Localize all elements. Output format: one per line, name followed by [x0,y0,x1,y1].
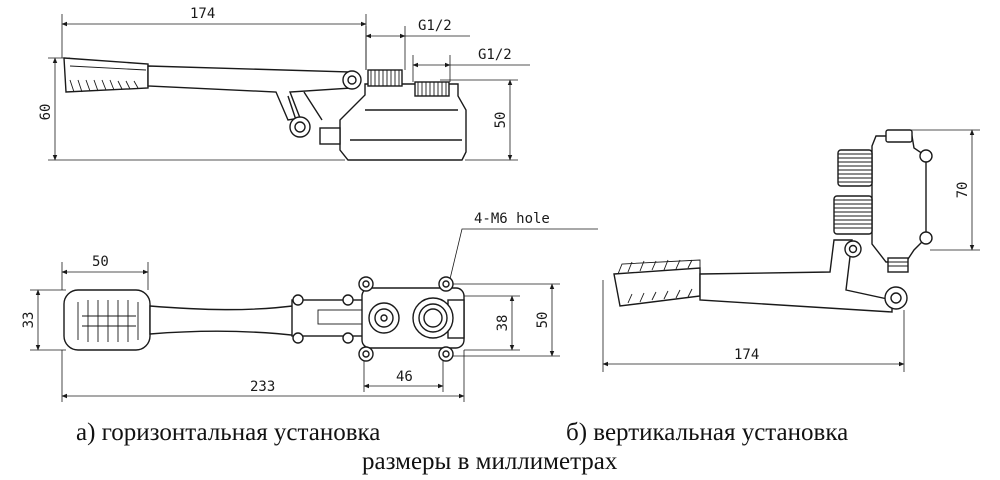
dim-233: 233 [250,379,275,395]
dim-50-plan: 50 [535,312,551,329]
mount-hole-1 [358,276,374,292]
dim-60: 60 [38,104,54,121]
hole-note: 4-M6 hole [474,211,550,227]
hole-leader [449,228,598,280]
view-a-plan [30,228,598,402]
pivot-circle-b [884,286,908,310]
view-a-side [48,14,530,161]
pedal-pad-side [63,57,149,93]
thread-port-b1 [837,149,873,187]
thread-port-b2 [833,195,873,235]
dim-33: 33 [21,312,37,329]
mount-hole-2 [438,276,454,292]
valve-body-b [871,135,927,263]
thread-port-2 [414,81,450,97]
dim-g12-1: G1/2 [418,18,452,34]
pivot-circle-upper [342,70,362,90]
view-b [602,129,980,372]
valve-body-side [339,83,467,161]
dim-50-pedal: 50 [92,254,109,270]
dim-50-side: 50 [493,112,509,129]
outlet-circle [368,302,400,334]
mount-hole-4 [438,346,454,362]
pedal-pad-b [613,267,701,307]
lever-arm-b [699,239,893,313]
dim-46: 46 [396,369,413,385]
dim-174-b: 174 [734,347,759,363]
pivot-circle-lower [289,116,311,138]
pedal-pad-plan [63,289,151,351]
caption-units: размеры в миллиметрах [362,448,618,475]
caption-horizontal: а) горизонтальная установка [76,419,381,446]
mount-hole-3 [358,346,374,362]
caption-vertical: б) вертикальная установка [566,419,849,446]
dim-38: 38 [495,315,511,332]
dim-g12-2: G1/2 [478,47,512,63]
dim-70: 70 [955,182,971,199]
dim-174-top: 174 [190,6,215,22]
lever-arm-side [147,65,353,121]
thread-port-1 [367,69,403,87]
lever-arm-plan [149,304,301,337]
